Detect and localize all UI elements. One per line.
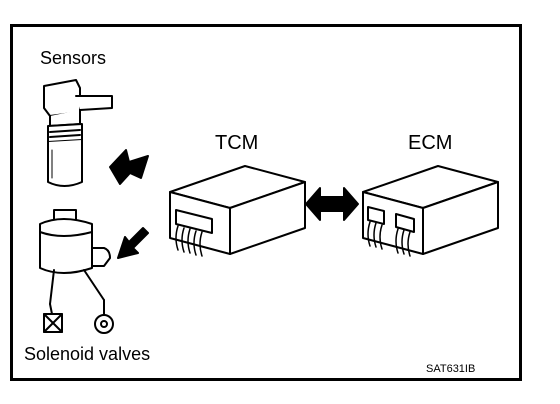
tcm-label: TCM: [215, 132, 259, 154]
ecm-label: ECM: [408, 132, 453, 154]
arrow-sensors-to-tcm: [109, 149, 149, 185]
figure-code: SAT631IB: [426, 363, 476, 375]
tcm-box: [169, 165, 306, 257]
sensor-illustration: [43, 79, 113, 187]
arrow-tcm-to-solenoids: [117, 227, 149, 259]
sensors-label: Sensors: [40, 48, 107, 68]
tcm-ecm-bidirectional-arrow: [305, 187, 359, 221]
solenoid-illustration: [39, 209, 114, 334]
solenoid-valves-label: Solenoid valves: [24, 344, 151, 364]
ecm-box: [362, 165, 499, 257]
